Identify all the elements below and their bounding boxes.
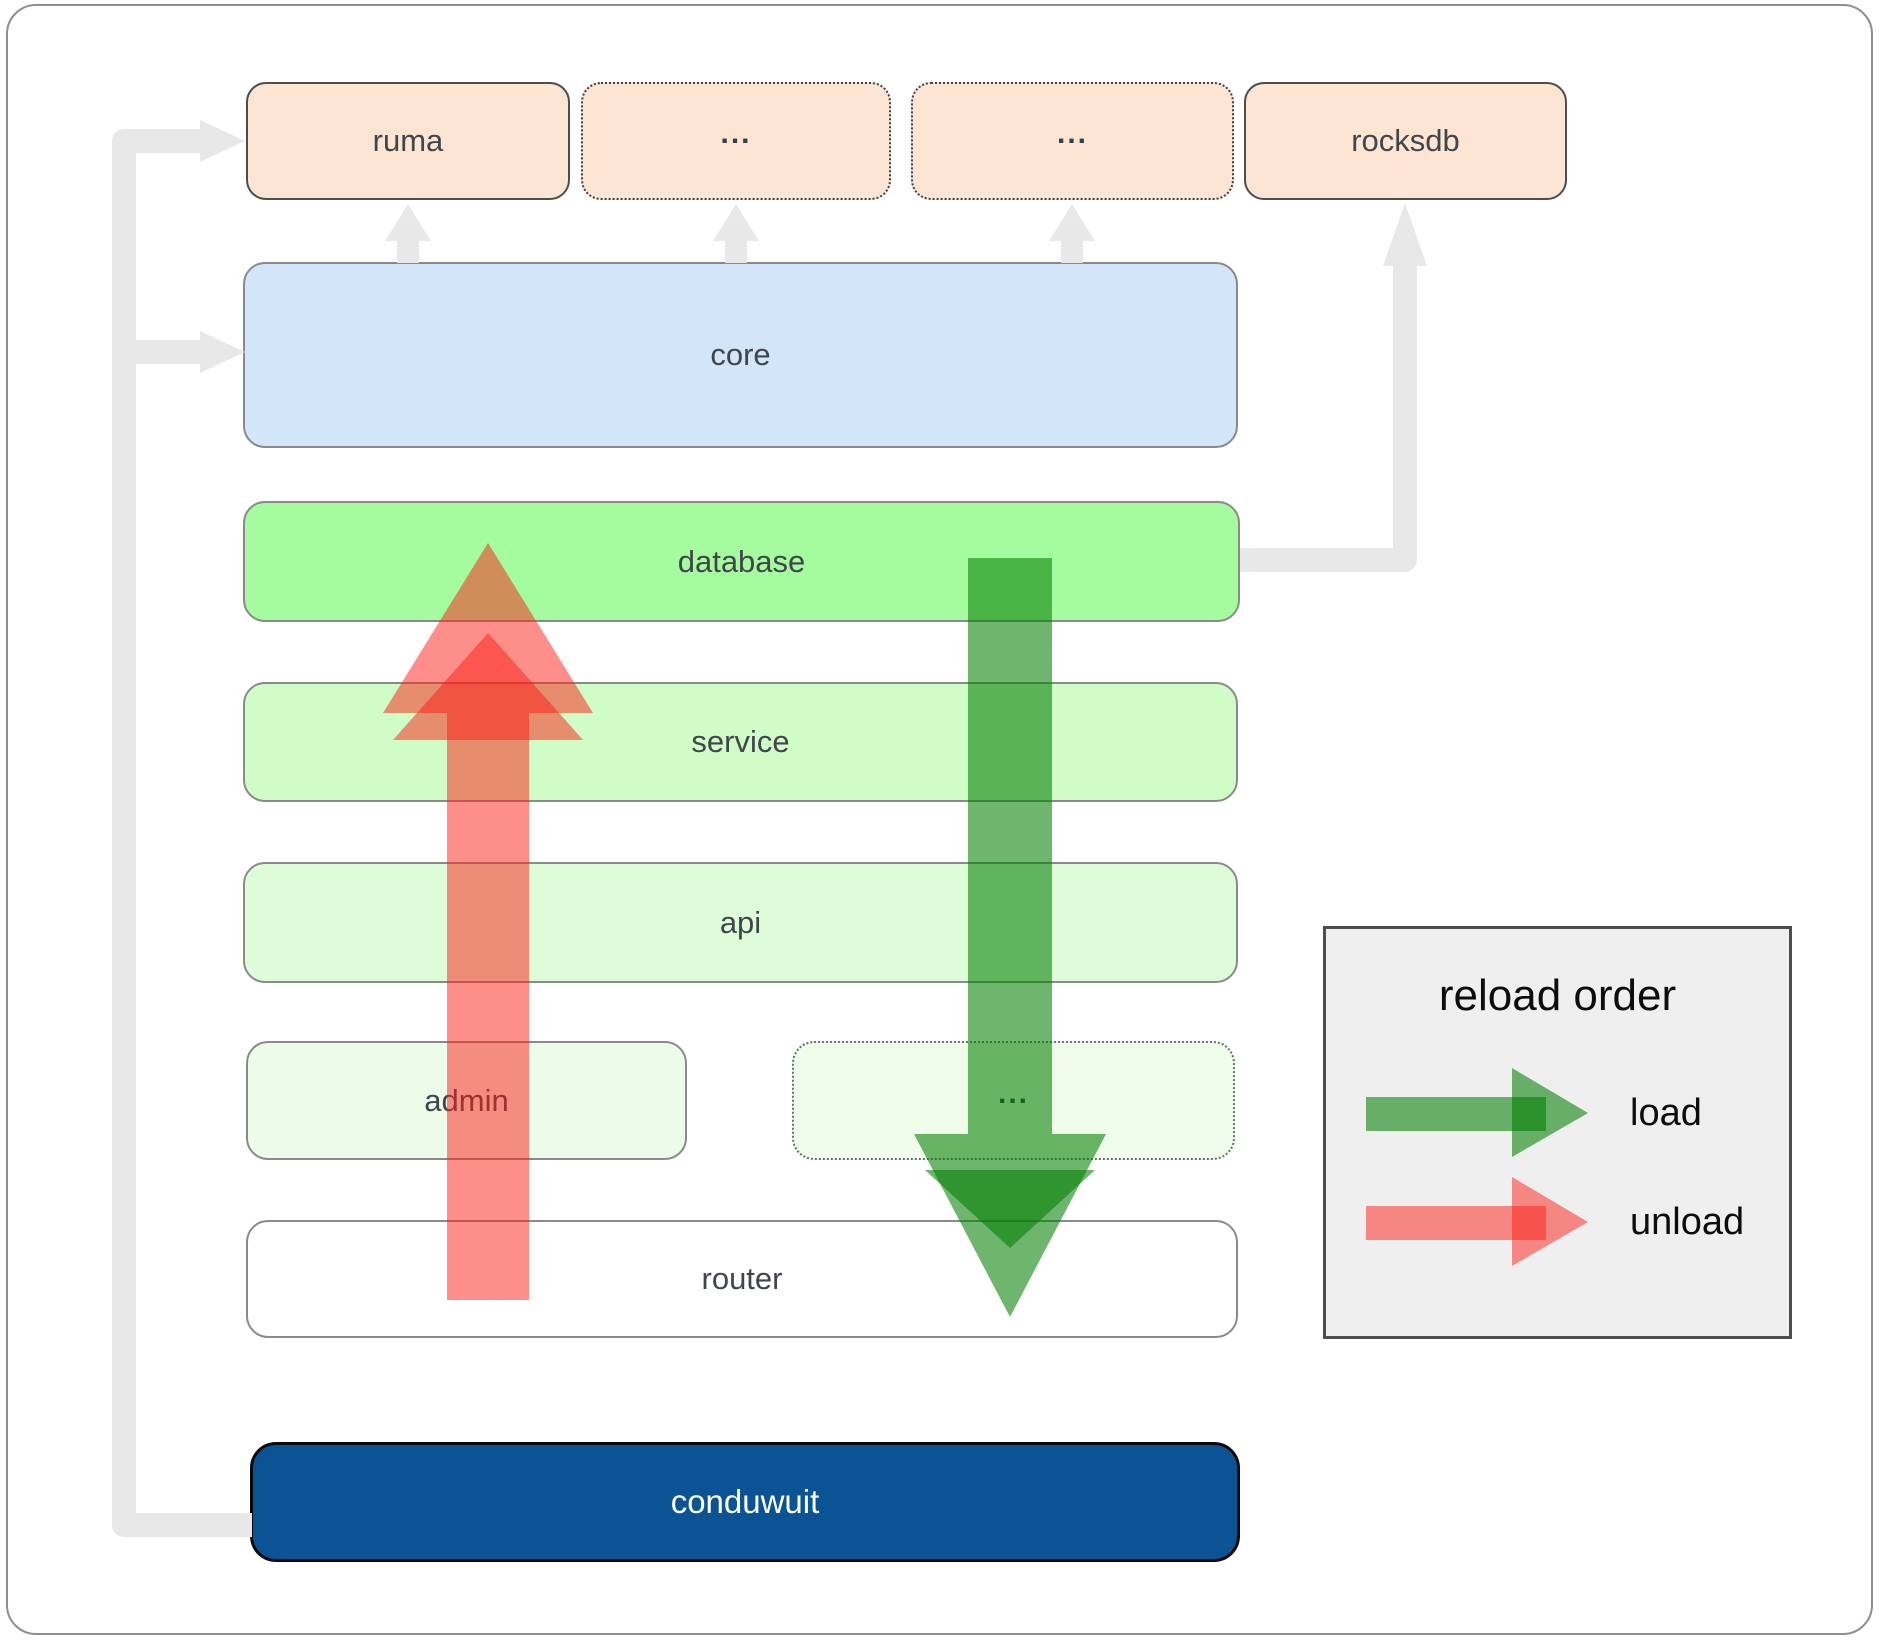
- node-other-service-crate-label: ...: [997, 1076, 1029, 1110]
- node-admin-label: admin: [424, 1082, 509, 1118]
- unload-arrow-icon: [1366, 1177, 1588, 1266]
- load-arrow-icon: [1366, 1068, 1588, 1157]
- legend: reload order load unload: [1323, 926, 1792, 1339]
- node-router: router: [246, 1220, 1238, 1338]
- unload-arrow-head: [1512, 1177, 1588, 1266]
- node-other-crate-1-label: ...: [720, 117, 752, 150]
- outer-frame: [6, 4, 1873, 1635]
- node-api: api: [243, 862, 1238, 983]
- load-arrow-head: [1512, 1068, 1588, 1157]
- node-core-label: core: [710, 337, 771, 372]
- node-database: database: [243, 501, 1240, 622]
- node-router-label: router: [701, 1261, 783, 1296]
- node-conduwuit: conduwuit: [250, 1442, 1240, 1562]
- node-conduwuit-label: conduwuit: [670, 1483, 820, 1520]
- node-other-crate-1: ...: [581, 82, 891, 200]
- node-rocksdb: rocksdb: [1244, 82, 1567, 200]
- node-other-crate-2: ...: [911, 82, 1234, 200]
- node-api-label: api: [719, 904, 762, 940]
- node-service: service: [243, 682, 1238, 802]
- node-core: core: [243, 262, 1238, 448]
- node-ruma: ruma: [246, 82, 570, 200]
- node-other-crate-2-label: ...: [1056, 117, 1088, 150]
- legend-title: reload order: [1438, 971, 1677, 1020]
- node-rocksdb-label: rocksdb: [1351, 123, 1460, 158]
- node-other-service-crate: ...: [792, 1041, 1235, 1160]
- legend-unload-label: unload: [1630, 1201, 1745, 1243]
- node-database-label: database: [677, 543, 806, 579]
- legend-load-label: load: [1630, 1092, 1702, 1134]
- node-service-label: service: [691, 724, 790, 759]
- node-admin: admin: [246, 1041, 687, 1160]
- node-ruma-label: ruma: [372, 123, 444, 158]
